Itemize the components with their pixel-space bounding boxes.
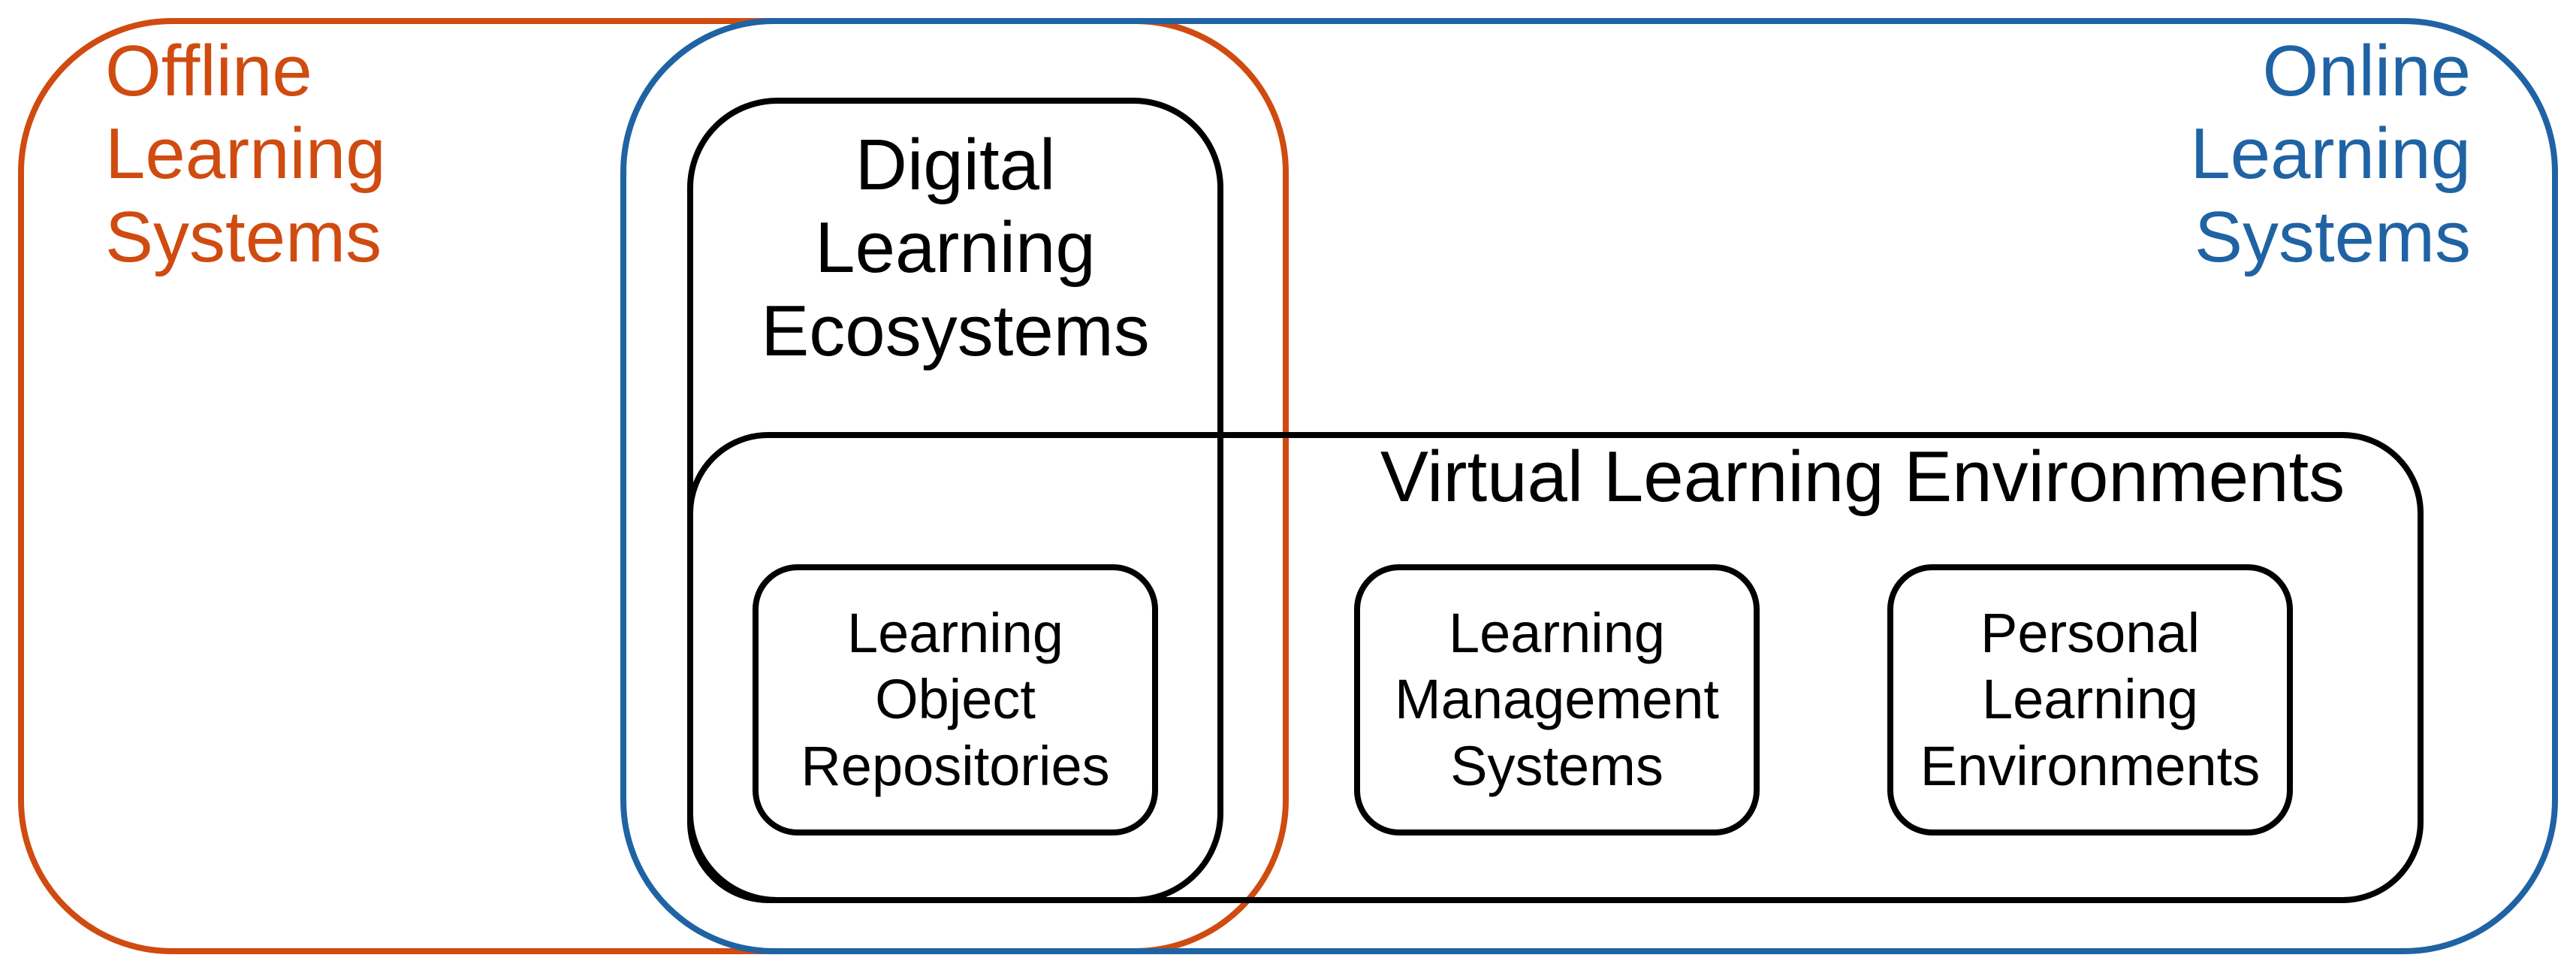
- online-learning-systems-label: Online Learning Systems: [2190, 31, 2471, 277]
- learning-object-repositories-label: Learning Object Repositories: [801, 601, 1110, 797]
- learning-management-systems-box: Learning Management Systems: [1354, 564, 1760, 835]
- learning-object-repositories-box: Learning Object Repositories: [753, 564, 1158, 835]
- offline-learning-systems-label: Offline Learning Systems: [105, 31, 386, 277]
- personal-learning-environments-box: Personal Learning Environments: [1887, 564, 2293, 835]
- virtual-learning-environments-region: [687, 432, 2424, 903]
- digital-learning-ecosystems-label: Digital Learning Ecosystems: [761, 125, 1150, 371]
- online-learning-systems-region: [620, 18, 2558, 954]
- offline-learning-systems-region: [18, 18, 1289, 954]
- virtual-learning-environments-label: Virtual Learning Environments: [1380, 437, 2345, 517]
- learning-management-systems-label: Learning Management Systems: [1395, 601, 1719, 797]
- personal-learning-environments-label: Personal Learning Environments: [1920, 601, 2261, 797]
